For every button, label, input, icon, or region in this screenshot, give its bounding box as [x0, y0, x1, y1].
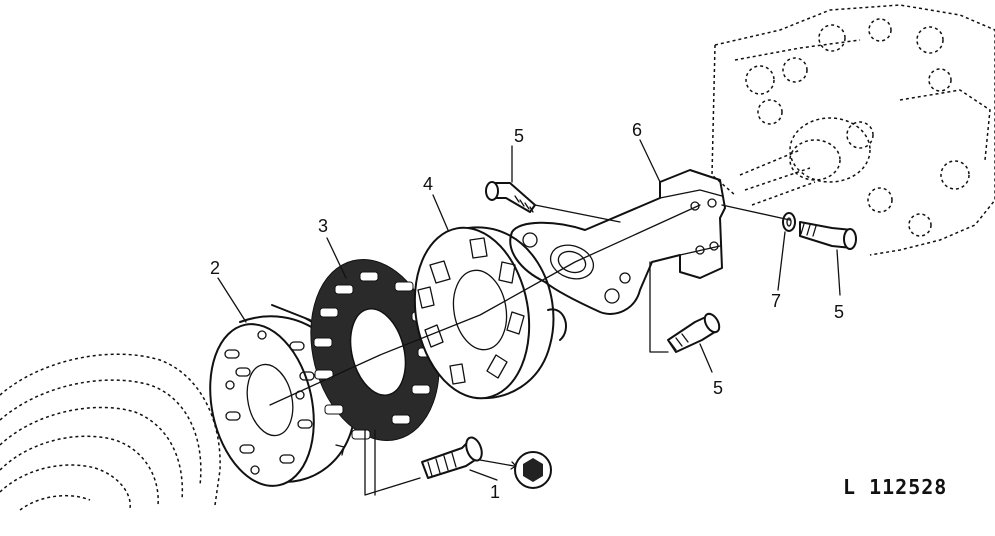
- callout-2: 2: [210, 258, 220, 278]
- hydraulic-pump-housing: [711, 4, 995, 256]
- flywheel-housing: [0, 353, 221, 511]
- hex-socket-icon: [479, 451, 552, 489]
- rubber-element: [310, 258, 440, 442]
- leader-lines: [217, 139, 841, 481]
- screw-flat-head: [421, 436, 483, 479]
- callout-5-right: 5: [834, 302, 844, 322]
- callout-5-lower: 5: [713, 378, 723, 398]
- callout-7: 7: [771, 291, 781, 311]
- cap-screw-right: [799, 221, 857, 250]
- assembly-centerlines: [269, 204, 791, 496]
- callout-3: 3: [318, 216, 328, 236]
- cap-screw-lower: [667, 312, 721, 353]
- coupling-hub-rear: [413, 226, 567, 400]
- callout-4: 4: [423, 174, 433, 194]
- cap-screw-top: [485, 181, 536, 213]
- callout-6: 6: [632, 120, 642, 140]
- washer: [782, 212, 796, 232]
- callout-5-top: 5: [514, 126, 524, 146]
- figure-reference-code: L 112528: [843, 475, 947, 499]
- callout-1: 1: [490, 482, 500, 502]
